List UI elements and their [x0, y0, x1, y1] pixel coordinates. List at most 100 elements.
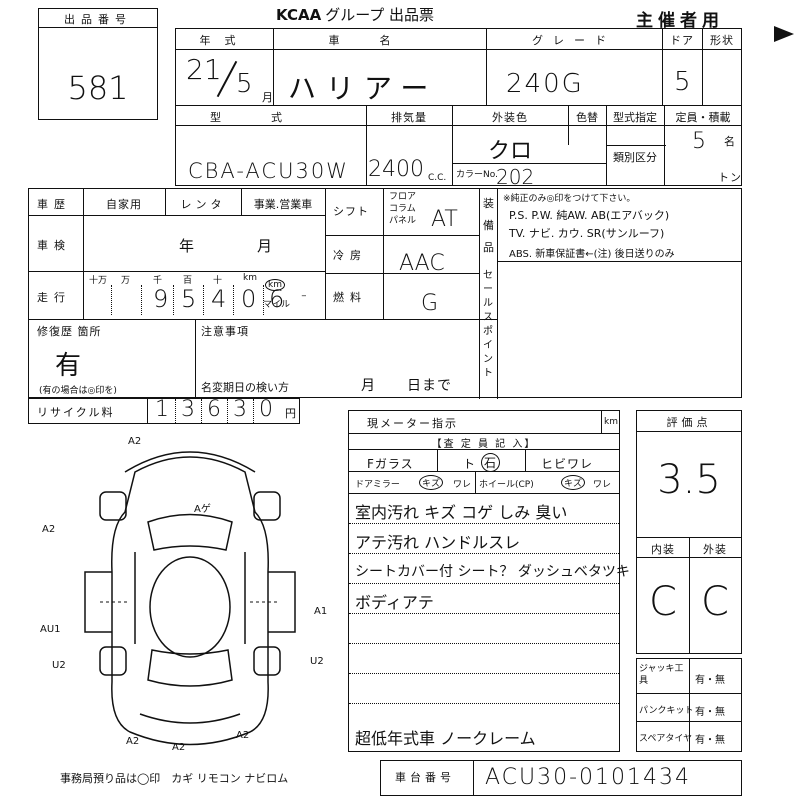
classification-label: 類別区分	[613, 151, 657, 164]
glass-label: Fガラス	[367, 457, 414, 471]
displacement-value: 2400	[368, 157, 424, 182]
month-unit: 月	[262, 91, 274, 104]
spare-yes-no: 有・無	[695, 735, 725, 746]
model-label: 型式	[210, 111, 332, 124]
inspection-panel: 現メーター指示 km 【査 定 員 記 入】 Fガラス ト 石 ヒビワレ ドアミ…	[348, 410, 630, 752]
mileage-label: 走行	[37, 291, 71, 304]
mirror-scratch: キズ	[419, 475, 444, 490]
glass-opt-1: ト	[463, 457, 477, 471]
lot-label: 出品番号	[64, 13, 132, 26]
recycle-digit-1: 1	[155, 397, 169, 422]
inspection-footer-note: 超低年式車 ノークレーム	[355, 729, 536, 748]
ton-unit: トン	[718, 171, 742, 184]
capacity-unit: 名	[724, 135, 736, 148]
exterior-grade: C	[701, 579, 729, 625]
shift-option-floor: フロア	[389, 192, 417, 202]
odo-digit-3: 4	[211, 285, 227, 313]
color-code-label: カラーNo.	[456, 170, 498, 180]
shift-label: シフト	[333, 205, 369, 218]
color-value: クロ	[488, 139, 533, 164]
sheet-title: グループ 出品票	[325, 6, 435, 24]
mark-right-rear: U2	[310, 656, 324, 667]
office-note: 事務局預り品は◯印 カギ リモコン ナビロム	[60, 772, 289, 785]
wheel-crack: ワレ	[593, 480, 612, 490]
recycle-digit-3: 6	[207, 397, 221, 422]
tools-table: ジャッキ工具 有・無 パンクキット 有・無 スペアタイヤ 有・無	[636, 658, 742, 752]
equipment-line-2: TV. ナビ. カウ. SR(サンルーフ)	[509, 227, 665, 240]
mark-left-rear: U2	[52, 660, 66, 671]
equipment-label: 装備品	[483, 197, 494, 254]
equipment-note: ※純正のみ◎印をつけて下さい。	[503, 194, 636, 204]
puncture-label: パンクキット	[639, 706, 694, 716]
digit-label-100k: 十万	[89, 276, 108, 286]
deadline-label: 名変期日の検い方	[201, 381, 289, 394]
shift-value: AT	[431, 207, 458, 232]
shift-option-column: コラム	[389, 204, 416, 214]
digit-label-1k: 千	[153, 276, 163, 286]
deadline-day: 日まで	[407, 378, 452, 394]
odo-digit-1: 9	[153, 285, 169, 313]
lot-number: 581	[67, 69, 129, 107]
odo-digit-4: 0	[241, 285, 257, 313]
mark-front-left: A2	[42, 524, 55, 535]
exterior-color-label: 外装色	[492, 111, 528, 124]
repair-label: 修復歴 箇所	[37, 325, 102, 338]
mirror-crack: ワレ	[453, 480, 472, 490]
inspection-label: 車検	[37, 239, 71, 252]
puncture-yes-no: 有・無	[695, 707, 725, 718]
cc-unit: C.C.	[428, 173, 447, 183]
inspection-month-unit: 月	[257, 237, 274, 255]
car-diagram: A2 A2 Aゲ A1 AU1 U2 U2 A2 A2 A2	[40, 436, 327, 753]
name-value: ハリアー	[288, 72, 439, 105]
odo-digit-5: 6	[269, 285, 285, 313]
wheel-scratch: キズ	[561, 475, 586, 490]
digit-label-10: 十	[213, 276, 223, 286]
history-option-business: 事業.営業車	[253, 198, 313, 211]
history-option-rental: レンタ	[180, 198, 226, 211]
doors-value: 5	[674, 67, 691, 97]
mark-left-door: AU1	[40, 624, 61, 635]
doors-label: ドア	[670, 34, 694, 47]
org-logo: KCAA	[276, 6, 322, 24]
chassis-label: 車台番号	[395, 771, 455, 784]
comment-line-4: ボディアテ	[355, 593, 434, 612]
lot-number-box: 出品番号 581	[38, 8, 158, 120]
color-change-label: 色替	[576, 111, 598, 124]
equipment-line-3: ABS. 新車保証書←(注) 後日送りのみ	[509, 249, 675, 260]
mile-dash: -	[301, 285, 307, 304]
wheel-label: ホイール(CP)	[479, 480, 534, 490]
mark-front-top: A2	[128, 436, 141, 447]
corner-mark	[774, 26, 794, 42]
capacity-value: 5	[692, 129, 706, 154]
exterior-label: 外装	[703, 543, 727, 556]
mark-bottom-right: A2	[236, 730, 249, 741]
history-table: 車歴 自家用 レンタ 事業.営業車 車検 年 月 走行 十万 万 千 百 十 k…	[28, 188, 742, 399]
mark-bottom-left: A2	[126, 736, 139, 747]
recycle-label: リサイクル料	[37, 406, 115, 419]
ac-value: AAC	[399, 251, 445, 276]
grade-label: グレード	[532, 34, 616, 47]
notes-label: 注意事項	[201, 325, 249, 338]
name-label: 車名	[328, 34, 431, 47]
mile-label: マイル	[263, 300, 291, 310]
meter-label: 現メーター指示	[367, 417, 458, 430]
model-value: CBA-ACU30W	[188, 159, 349, 183]
interior-label: 内装	[651, 543, 675, 556]
digit-label-100: 百	[183, 276, 193, 286]
history-label: 車歴	[37, 198, 71, 211]
history-option-private: 自家用	[106, 198, 142, 211]
chassis-box: 車台番号 ACU30-0101434	[380, 760, 742, 796]
organizer-use-label: 主催者用	[636, 11, 724, 31]
ac-label: 冷房	[333, 249, 367, 262]
recycle-digit-4: 3	[233, 397, 247, 422]
inspector-label: 【査 定 員 記 入】	[431, 439, 537, 450]
deadline-month: 月	[361, 378, 376, 394]
year-value: 21	[186, 53, 222, 86]
recycle-unit: 円	[285, 407, 296, 420]
chassis-value: ACU30-0101434	[485, 765, 692, 790]
score-panel: 評価点 3.5 内装 外装 C C	[636, 410, 742, 654]
mark-bottom-mid: A2	[172, 742, 185, 753]
glass-opt-3: ヒビワレ	[541, 457, 594, 471]
vehicle-info-table: 年式 車名 グレード ドア 形状 21 5 月 ハリアー 240G 5 型式 排…	[175, 28, 742, 189]
